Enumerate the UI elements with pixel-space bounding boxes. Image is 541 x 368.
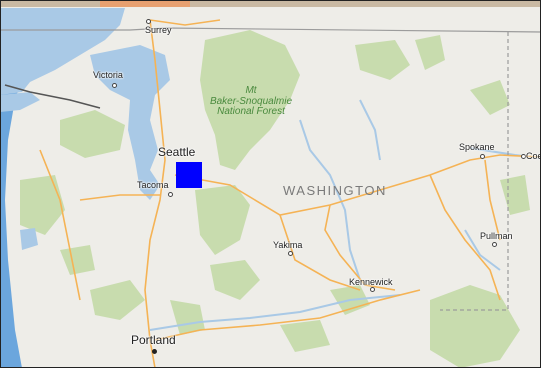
state-label: WASHINGTON xyxy=(283,183,387,198)
kennewick-dot xyxy=(370,287,375,292)
city-label-victoria[interactable]: Victoria xyxy=(93,70,123,80)
coeur-dalene-dot xyxy=(521,154,526,159)
city-label-pullman[interactable]: Pullman xyxy=(480,231,513,241)
forest-label-line-1: Mt xyxy=(245,85,257,96)
city-label-kennewick[interactable]: Kennewick xyxy=(349,277,393,287)
highways xyxy=(39,19,541,368)
city-label-coeur-dalene[interactable]: Coe xyxy=(526,151,541,161)
puget-sound xyxy=(90,45,170,200)
ocean xyxy=(0,35,25,368)
city-label-portland[interactable]: Portland xyxy=(131,333,176,347)
victoria-dot xyxy=(112,83,117,88)
top-strip xyxy=(0,0,541,7)
spokane-dot xyxy=(480,154,485,159)
bay-water xyxy=(20,228,38,250)
top-strip-accent xyxy=(100,0,190,7)
city-label-yakima[interactable]: Yakima xyxy=(273,240,303,250)
coastal-inlet xyxy=(0,92,40,112)
maritime-boundary xyxy=(4,84,101,109)
city-label-surrey[interactable]: Surrey xyxy=(145,25,172,35)
portland-dot xyxy=(152,349,157,354)
forest-label: Mt Baker-Snoqualmie National Forest xyxy=(196,85,306,118)
idaho-border xyxy=(440,32,509,311)
yakima-dot xyxy=(288,251,293,256)
forest-label-line-2: Baker-Snoqualmie xyxy=(209,95,293,107)
pullman-dot xyxy=(492,242,497,247)
tacoma-dot xyxy=(168,192,173,197)
forest-label-line-3: National Forest xyxy=(217,106,285,117)
city-label-spokane[interactable]: Spokane xyxy=(459,142,495,152)
city-label-tacoma[interactable]: Tacoma xyxy=(137,180,169,190)
city-label-seattle[interactable]: Seattle xyxy=(158,145,196,159)
surrey-dot xyxy=(146,19,151,24)
location-marker[interactable] xyxy=(176,162,202,188)
canada-border xyxy=(0,27,541,33)
forest-areas xyxy=(20,30,530,368)
